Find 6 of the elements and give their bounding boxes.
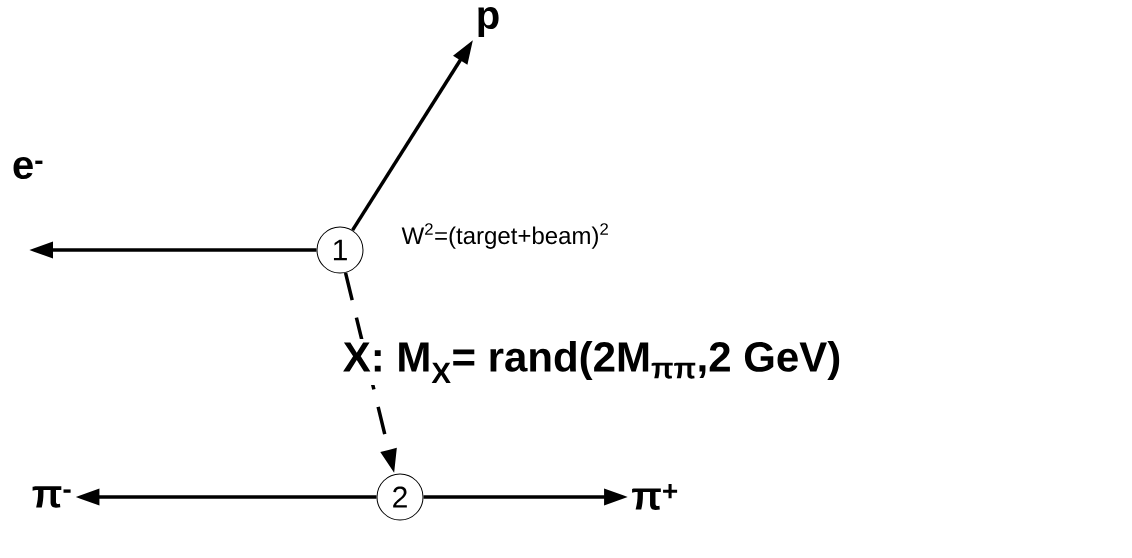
edge-label: X: M$_{X}$= rand(2M$_{ππ}$,2 GeV) [340,338,844,386]
particle-label: π$^{-}$ [32,486,71,508]
particle-label: p [478,7,499,37]
particle-label: π$^{+}$ [632,484,678,510]
particle-label: e$^{-}$ [13,157,43,179]
formula-label: W$^{2}$=(target+beam)$^{2}$ [401,223,608,249]
